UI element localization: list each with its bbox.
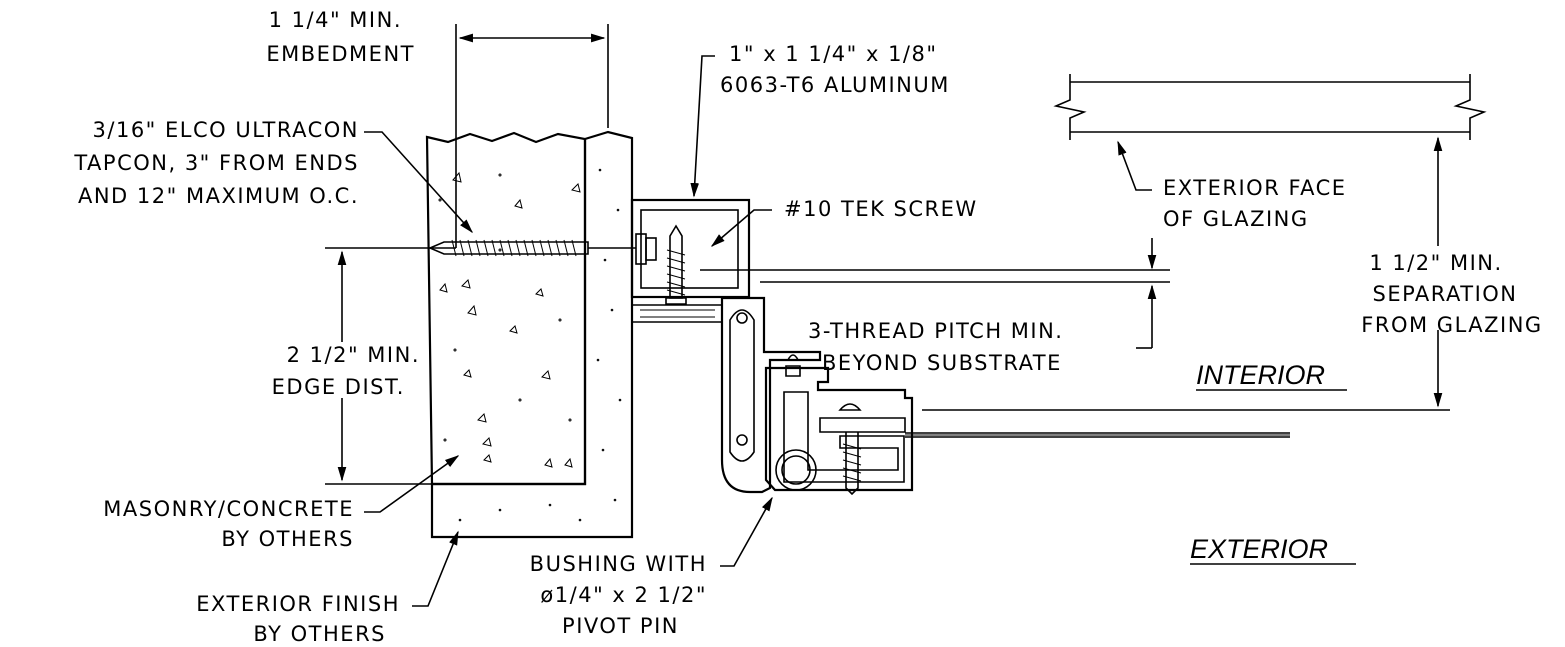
edge-distance-dimension: [325, 247, 456, 485]
tek-screw: [665, 224, 687, 305]
tapcon-anchor: [427, 233, 657, 265]
separation-label-1: 1 1/2" MIN.: [1369, 251, 1502, 275]
glazing-face-label-2: OF GLAZING: [1163, 207, 1309, 231]
edge-dist-label-2: EDGE DIST.: [272, 375, 405, 399]
finish-label-2: BY OTHERS: [253, 622, 386, 646]
glazing-stop: [764, 354, 914, 496]
separation-label-3: FROM GLAZING: [1361, 313, 1542, 337]
glazing-face-label-1: EXTERIOR FACE: [1163, 176, 1347, 200]
tube-label-1: 1" x 1 1/4" x 1/8": [729, 42, 938, 66]
aggregate-marks: [438, 171, 581, 468]
thread-label-2: BEYOND SUBSTRATE: [822, 351, 1062, 375]
edge-dist-label-1: 2 1/2" MIN.: [287, 343, 420, 367]
pivot-frame: [720, 296, 822, 494]
embedment-dimension: [455, 24, 609, 248]
masonry-label-1: MASONRY/CONCRETE: [103, 497, 354, 521]
exterior-finish: [430, 130, 634, 539]
exterior-label: EXTERIOR: [1190, 534, 1328, 564]
thread-label-1: 3-THREAD PITCH MIN.: [808, 319, 1063, 343]
tek-label: #10 TEK SCREW: [784, 197, 978, 221]
glazing-lite: [905, 432, 1290, 438]
interior-label: INTERIOR: [1196, 360, 1325, 390]
bushing-label-3: PIVOT PIN: [562, 614, 679, 638]
anchor-label-3: AND 12" MAXIMUM O.C.: [78, 184, 359, 208]
bushing-label-1: BUSHING WITH: [530, 552, 707, 576]
masonry-label-2: BY OTHERS: [221, 527, 354, 551]
thread-pitch-dimension: [700, 238, 1170, 349]
bushing-label-2: ø1/4" x 2 1/2": [540, 583, 707, 607]
embedment-label-1: 1 1/4" MIN.: [269, 8, 402, 32]
leaders: [364, 55, 1152, 607]
glazing-face-above: [1053, 74, 1487, 140]
finish-stipple: [458, 168, 622, 522]
base-extrusion: [631, 304, 723, 323]
anchor-label-1: 3/16" ELCO ULTRACON: [93, 118, 359, 142]
tube-label-2: 6063-T6 ALUMINUM: [720, 73, 950, 97]
separation-label-2: SEPARATION: [1372, 282, 1517, 306]
anchor-label-2: TAPCON, 3" FROM ENDS: [73, 151, 359, 175]
masonry-substrate: [425, 131, 587, 486]
finish-label-1: EXTERIOR FINISH: [196, 592, 400, 616]
embedment-label-2: EMBEDMENT: [266, 42, 415, 66]
annotations: 1 1/4" MIN. EMBEDMENT 3/16" ELCO ULTRACO…: [73, 8, 1542, 646]
aluminum-tube: [630, 198, 751, 299]
separation-dimension: [922, 136, 1450, 411]
